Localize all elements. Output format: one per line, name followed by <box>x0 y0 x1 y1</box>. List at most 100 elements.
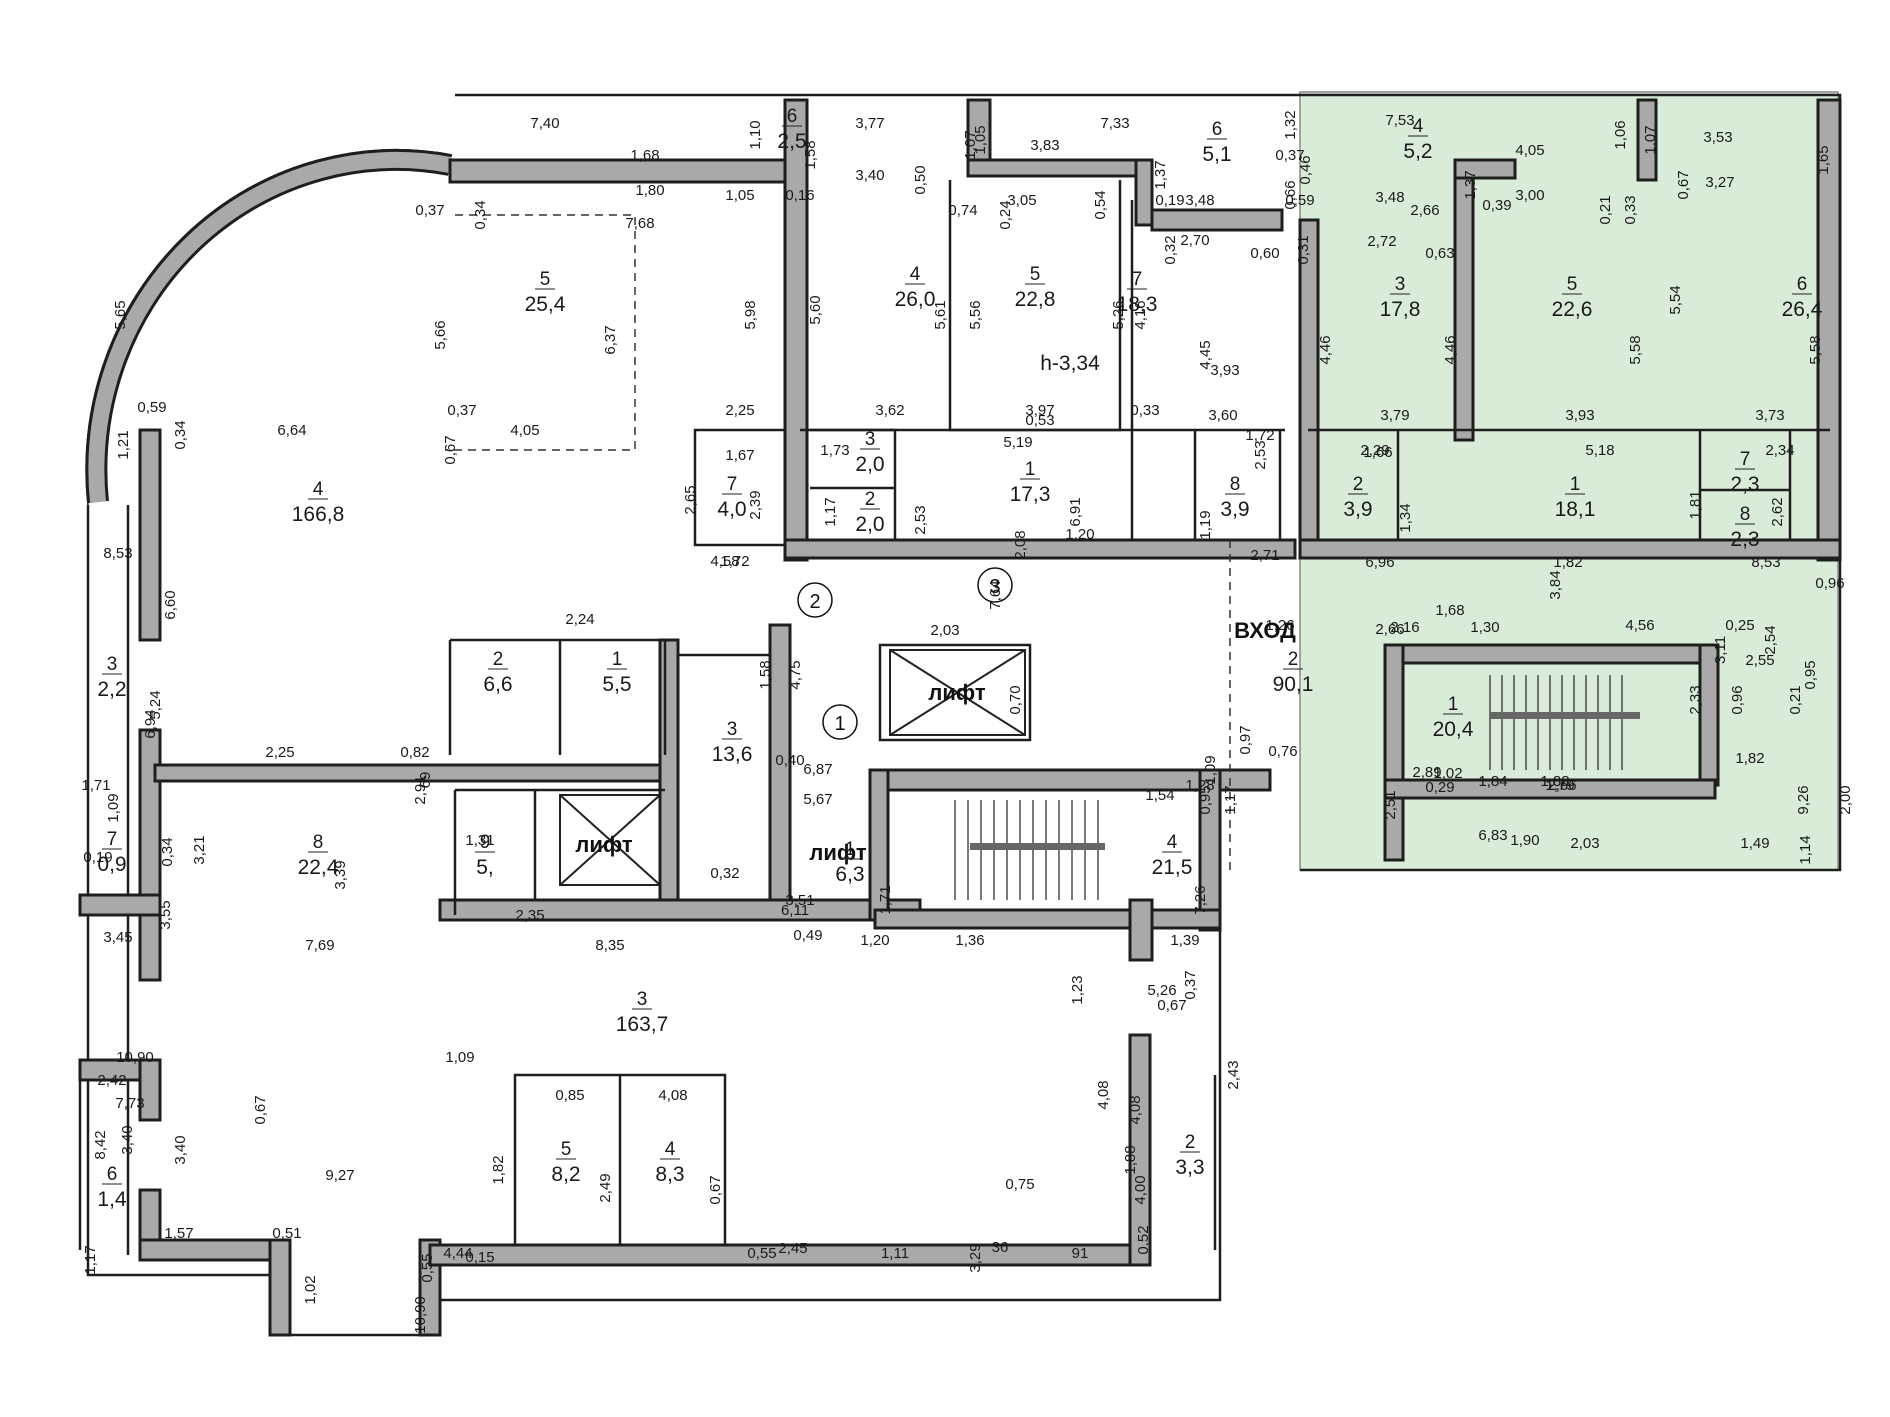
dimension-label: 0,55 <box>419 1253 436 1282</box>
dimension-label: 0,96 <box>1815 575 1844 592</box>
dimension-label: 3,29 <box>967 1243 984 1272</box>
dimension-label: 7,68 <box>625 215 654 232</box>
ceiling-height: h-3,34 <box>1040 352 1100 375</box>
dimension-label: 4,56 <box>1625 617 1654 634</box>
dimension-label: 1,06 <box>1612 120 1629 149</box>
marker-circle-2 <box>797 582 833 618</box>
dimension-label: 4,16 <box>1132 300 1149 329</box>
room-area: 25,4 <box>525 293 566 316</box>
dimension-label: 1,67 <box>725 447 754 464</box>
dimension-label: 2,89 <box>1412 764 1441 781</box>
dimension-label: 0,75 <box>1005 1176 1034 1193</box>
dimension-label: 5,56 <box>967 300 984 329</box>
dimension-label: 3,73 <box>1755 407 1784 424</box>
dimension-label: 3,77 <box>855 115 884 132</box>
dimension-label: 1,36 <box>955 932 984 949</box>
dimension-label: 1,58 <box>802 140 819 169</box>
dimension-label: 1,82 <box>1735 750 1764 767</box>
dimension-label: 3,60 <box>1208 407 1237 424</box>
room-area: 5,5 <box>602 673 631 696</box>
room-number: 6 <box>787 106 798 127</box>
dimension-label: 5,58 <box>1807 335 1824 364</box>
dimension-label: 1,90 <box>1510 832 1539 849</box>
dimension-label: 2,25 <box>725 402 754 419</box>
dimension-label: 0,25 <box>1725 617 1754 634</box>
dimension-label: 3,83 <box>1030 137 1059 154</box>
dimension-label: 1,71 <box>877 885 894 914</box>
dimension-label: 0,67 <box>442 435 459 464</box>
dimension-label: 1,23 <box>1069 975 1086 1004</box>
room-number: 2 <box>865 489 876 510</box>
room-number: 1 <box>845 839 856 860</box>
room-number: 1 <box>1448 694 1459 715</box>
dimension-label: 0,54 <box>1092 190 1109 219</box>
dimension-label: 1,10 <box>747 120 764 149</box>
dimension-label: 1,07 <box>962 130 979 159</box>
dimension-label: 3,51 <box>785 892 814 909</box>
room-area: 17,8 <box>1380 298 1421 321</box>
dimension-label: 2,03 <box>930 622 959 639</box>
dimension-label: 6,64 <box>277 422 306 439</box>
dimension-label: 7,73 <box>115 1095 144 1112</box>
dimension-label: 0,97 <box>1237 725 1254 754</box>
dimension-label: 3,39 <box>332 860 349 889</box>
room-number: 7 <box>107 829 118 850</box>
room-area: 5, <box>476 856 494 879</box>
room-area: 18,3 <box>1117 293 1158 316</box>
dimension-label: 1,57 <box>164 1225 193 1242</box>
dimension-label: 8,35 <box>595 937 624 954</box>
room-area: 4,0 <box>717 498 746 521</box>
dimension-label: 8,53 <box>1751 554 1780 571</box>
dimension-label: 1,73 <box>820 442 849 459</box>
dimension-label: 1,66 <box>1363 444 1392 461</box>
dimension-label: 1,28 <box>1185 777 1214 794</box>
dimension-label: 0,16 <box>785 187 814 204</box>
dimension-label: 0,21 <box>1787 685 1804 714</box>
dimension-label: 0,55 <box>747 1245 776 1262</box>
room-area: 0,9 <box>97 853 126 876</box>
partitions <box>78 180 1830 1250</box>
dimension-label: 2,49 <box>597 1173 614 1202</box>
dimension-label: 1,17 <box>822 497 839 526</box>
dimension-label: 1,88 <box>1122 1145 1139 1174</box>
dimension-label: 0,59 <box>137 399 166 416</box>
dimension-label: 3,21 <box>191 835 208 864</box>
dimension-label: 7,53 <box>1385 112 1414 129</box>
dimension-label: 0,33 <box>1130 402 1159 419</box>
room-number: 4 <box>1167 832 1178 853</box>
dimension-label: 2,29 <box>1360 442 1389 459</box>
dimension-label: 0,37 <box>415 202 444 219</box>
room-number: 1 <box>612 649 623 670</box>
dimension-label: 1,39 <box>1170 932 1199 949</box>
dimension-label: 0,67 <box>252 1095 269 1124</box>
room-area: 2,3 <box>1730 473 1759 496</box>
dimension-label: 91 <box>1072 1245 1089 1262</box>
dimension-label: 0,34 <box>159 837 176 866</box>
dimension-label: 0,37 <box>447 402 476 419</box>
room-area: 90,1 <box>1273 673 1314 696</box>
room-area: 8,3 <box>655 1163 684 1186</box>
dimension-label: 2,71 <box>1250 547 1279 564</box>
dimension-label: 0,63 <box>1425 245 1454 262</box>
dimension-label: 1,80 <box>635 182 664 199</box>
dimension-label: 3,48 <box>1185 192 1214 209</box>
room-number: 3 <box>107 654 118 675</box>
room-number: 5 <box>1030 264 1041 285</box>
stair-handrail <box>970 843 1105 850</box>
room-area: 2,0 <box>855 513 884 536</box>
dimension-label: 0,50 <box>912 165 929 194</box>
room-number: 3 <box>727 719 738 740</box>
room-area: 2,2 <box>97 678 126 701</box>
dimension-label: 4,58 <box>710 553 739 570</box>
dimension-label: 6,11 <box>781 902 809 919</box>
section-markers: 1 2 3 <box>797 567 1013 740</box>
dimension-label: 0,52 <box>1135 1225 1152 1254</box>
dimension-label: 4,08 <box>658 1087 687 1104</box>
dimension-label: 0,37 <box>1275 147 1304 164</box>
dimension-label: 4,46 <box>1317 335 1334 364</box>
room-number: 5 <box>540 269 551 290</box>
dimension-label: 3,11 <box>1712 636 1729 664</box>
dimension-label: 0,85 <box>555 1087 584 1104</box>
